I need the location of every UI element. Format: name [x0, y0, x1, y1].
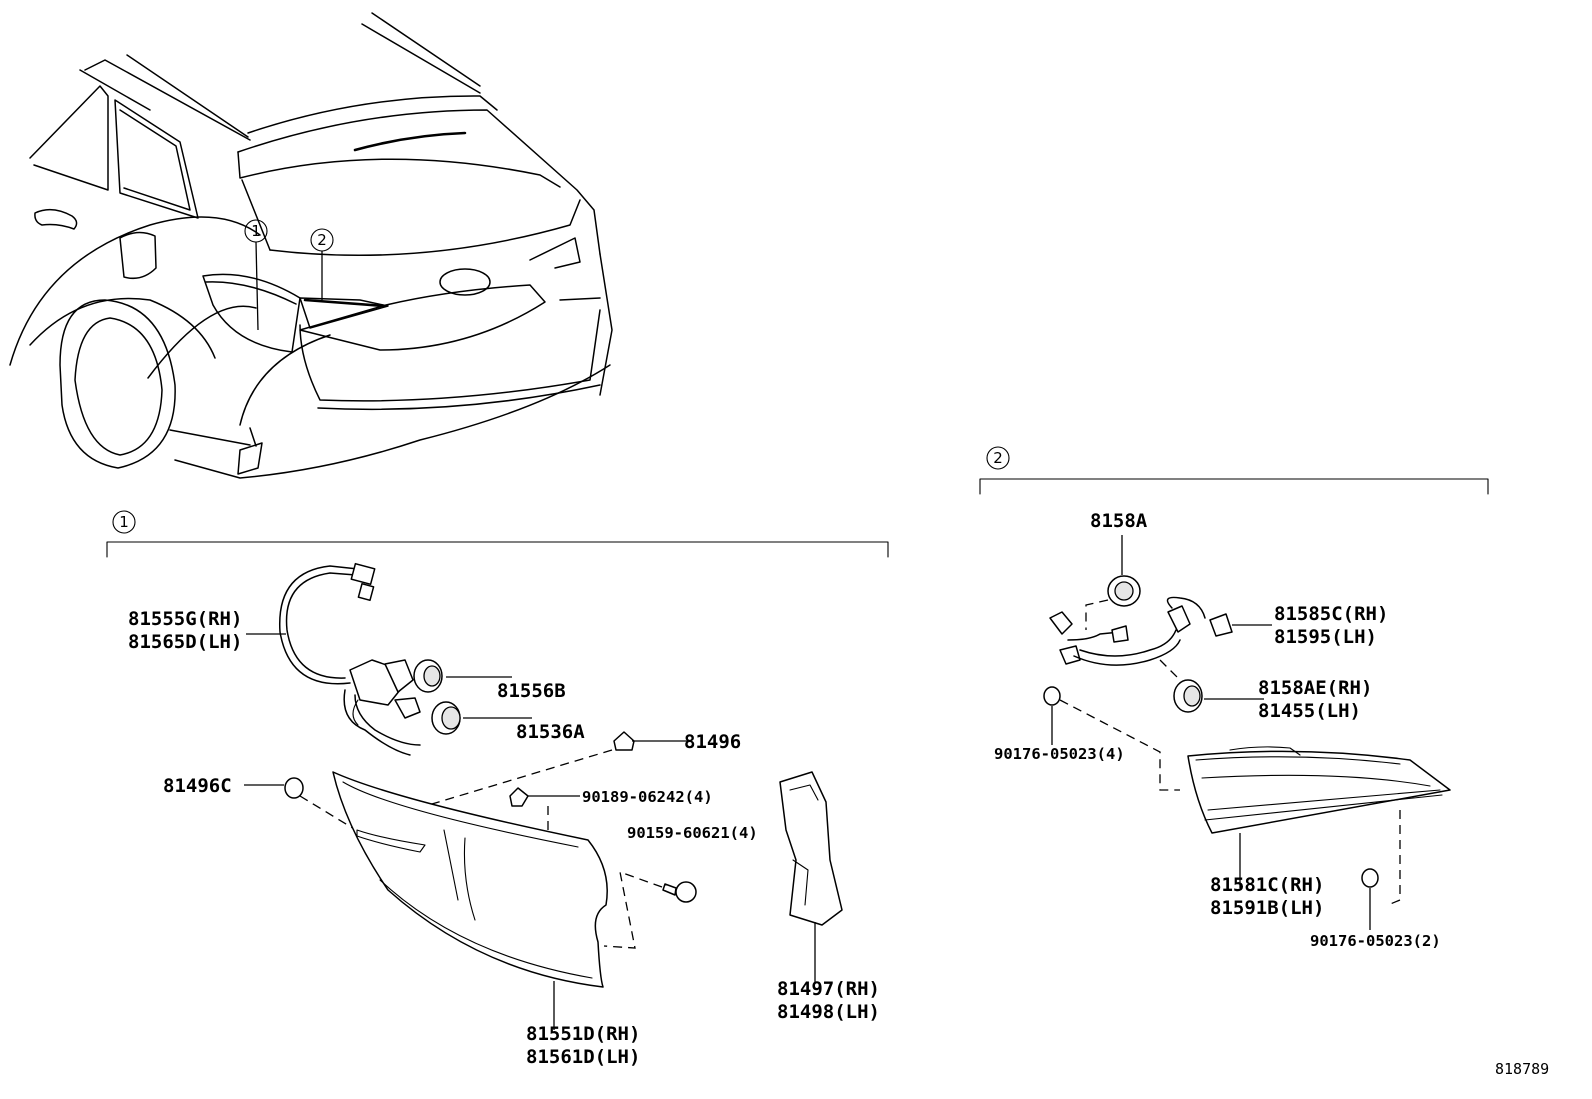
label-8158A: 8158A: [1090, 510, 1148, 532]
vehicle-rear-illustration: 1 2: [9, 12, 613, 479]
label-81536A: 81536A: [516, 721, 585, 743]
clip-81496-icon: [371, 731, 690, 823]
label-81595-lh: 81595(LH): [1274, 626, 1377, 648]
section-1-bracket: [106, 541, 889, 558]
section-1-group: 1: [106, 510, 889, 1068]
nut-90176-4-icon: [1043, 686, 1180, 791]
label-81496C: 81496C: [163, 775, 232, 797]
label-81497-rh: 81497(RH): [777, 978, 880, 1000]
label-90159-60621: 90159-60621(4): [627, 824, 758, 842]
callout-number-2: 2: [317, 231, 327, 249]
socket-81536A-icon: [431, 701, 532, 735]
label-81591B-lh: 81591B(LH): [1210, 897, 1324, 919]
wire-harness-2-illustration: [1049, 596, 1272, 681]
bolt-90159-icon: [603, 871, 697, 949]
tail-lamp-81551D-illustration: [332, 771, 608, 1030]
label-81455-lh: 81455(LH): [1258, 700, 1361, 722]
tail-lamp-81581C-illustration: [1187, 746, 1451, 906]
diagram-reference-number: 818789: [1495, 1060, 1549, 1078]
socket-81556B-icon: [413, 659, 512, 693]
label-81556B: 81556B: [497, 680, 566, 702]
nut-90176-2-icon: [1361, 868, 1379, 930]
section-2-number: 2: [993, 449, 1003, 467]
label-81551D-rh: 81551D(RH): [526, 1023, 640, 1045]
section-2-group: 2: [979, 446, 1489, 950]
label-8158AE-rh: 8158AE(RH): [1258, 677, 1372, 699]
socket-8158AE-icon: [1173, 679, 1264, 713]
label-81565D-lh: 81565D(LH): [128, 631, 242, 653]
section-1-number: 1: [119, 513, 129, 531]
label-90189-06242: 90189-06242(4): [582, 788, 713, 806]
label-81498-lh: 81498(LH): [777, 1001, 880, 1023]
label-81555G-rh: 81555G(RH): [128, 608, 242, 630]
section-2-bracket: [979, 478, 1489, 495]
label-90176-05023-4: 90176-05023(4): [994, 745, 1125, 763]
label-81581C-rh: 81581C(RH): [1210, 874, 1324, 896]
label-81585C-rh: 81585C(RH): [1274, 603, 1388, 625]
label-81496: 81496: [684, 731, 741, 753]
screw-90189-icon: [509, 787, 580, 830]
callout-number-1: 1: [251, 222, 261, 240]
label-81561D-lh: 81561D(LH): [526, 1046, 640, 1068]
label-90176-05023-2: 90176-05023(2): [1310, 932, 1441, 950]
wire-harness-illustration: [279, 562, 421, 756]
socket-8158A-icon: [1085, 535, 1141, 630]
gasket-81497-illustration: [779, 771, 843, 984]
